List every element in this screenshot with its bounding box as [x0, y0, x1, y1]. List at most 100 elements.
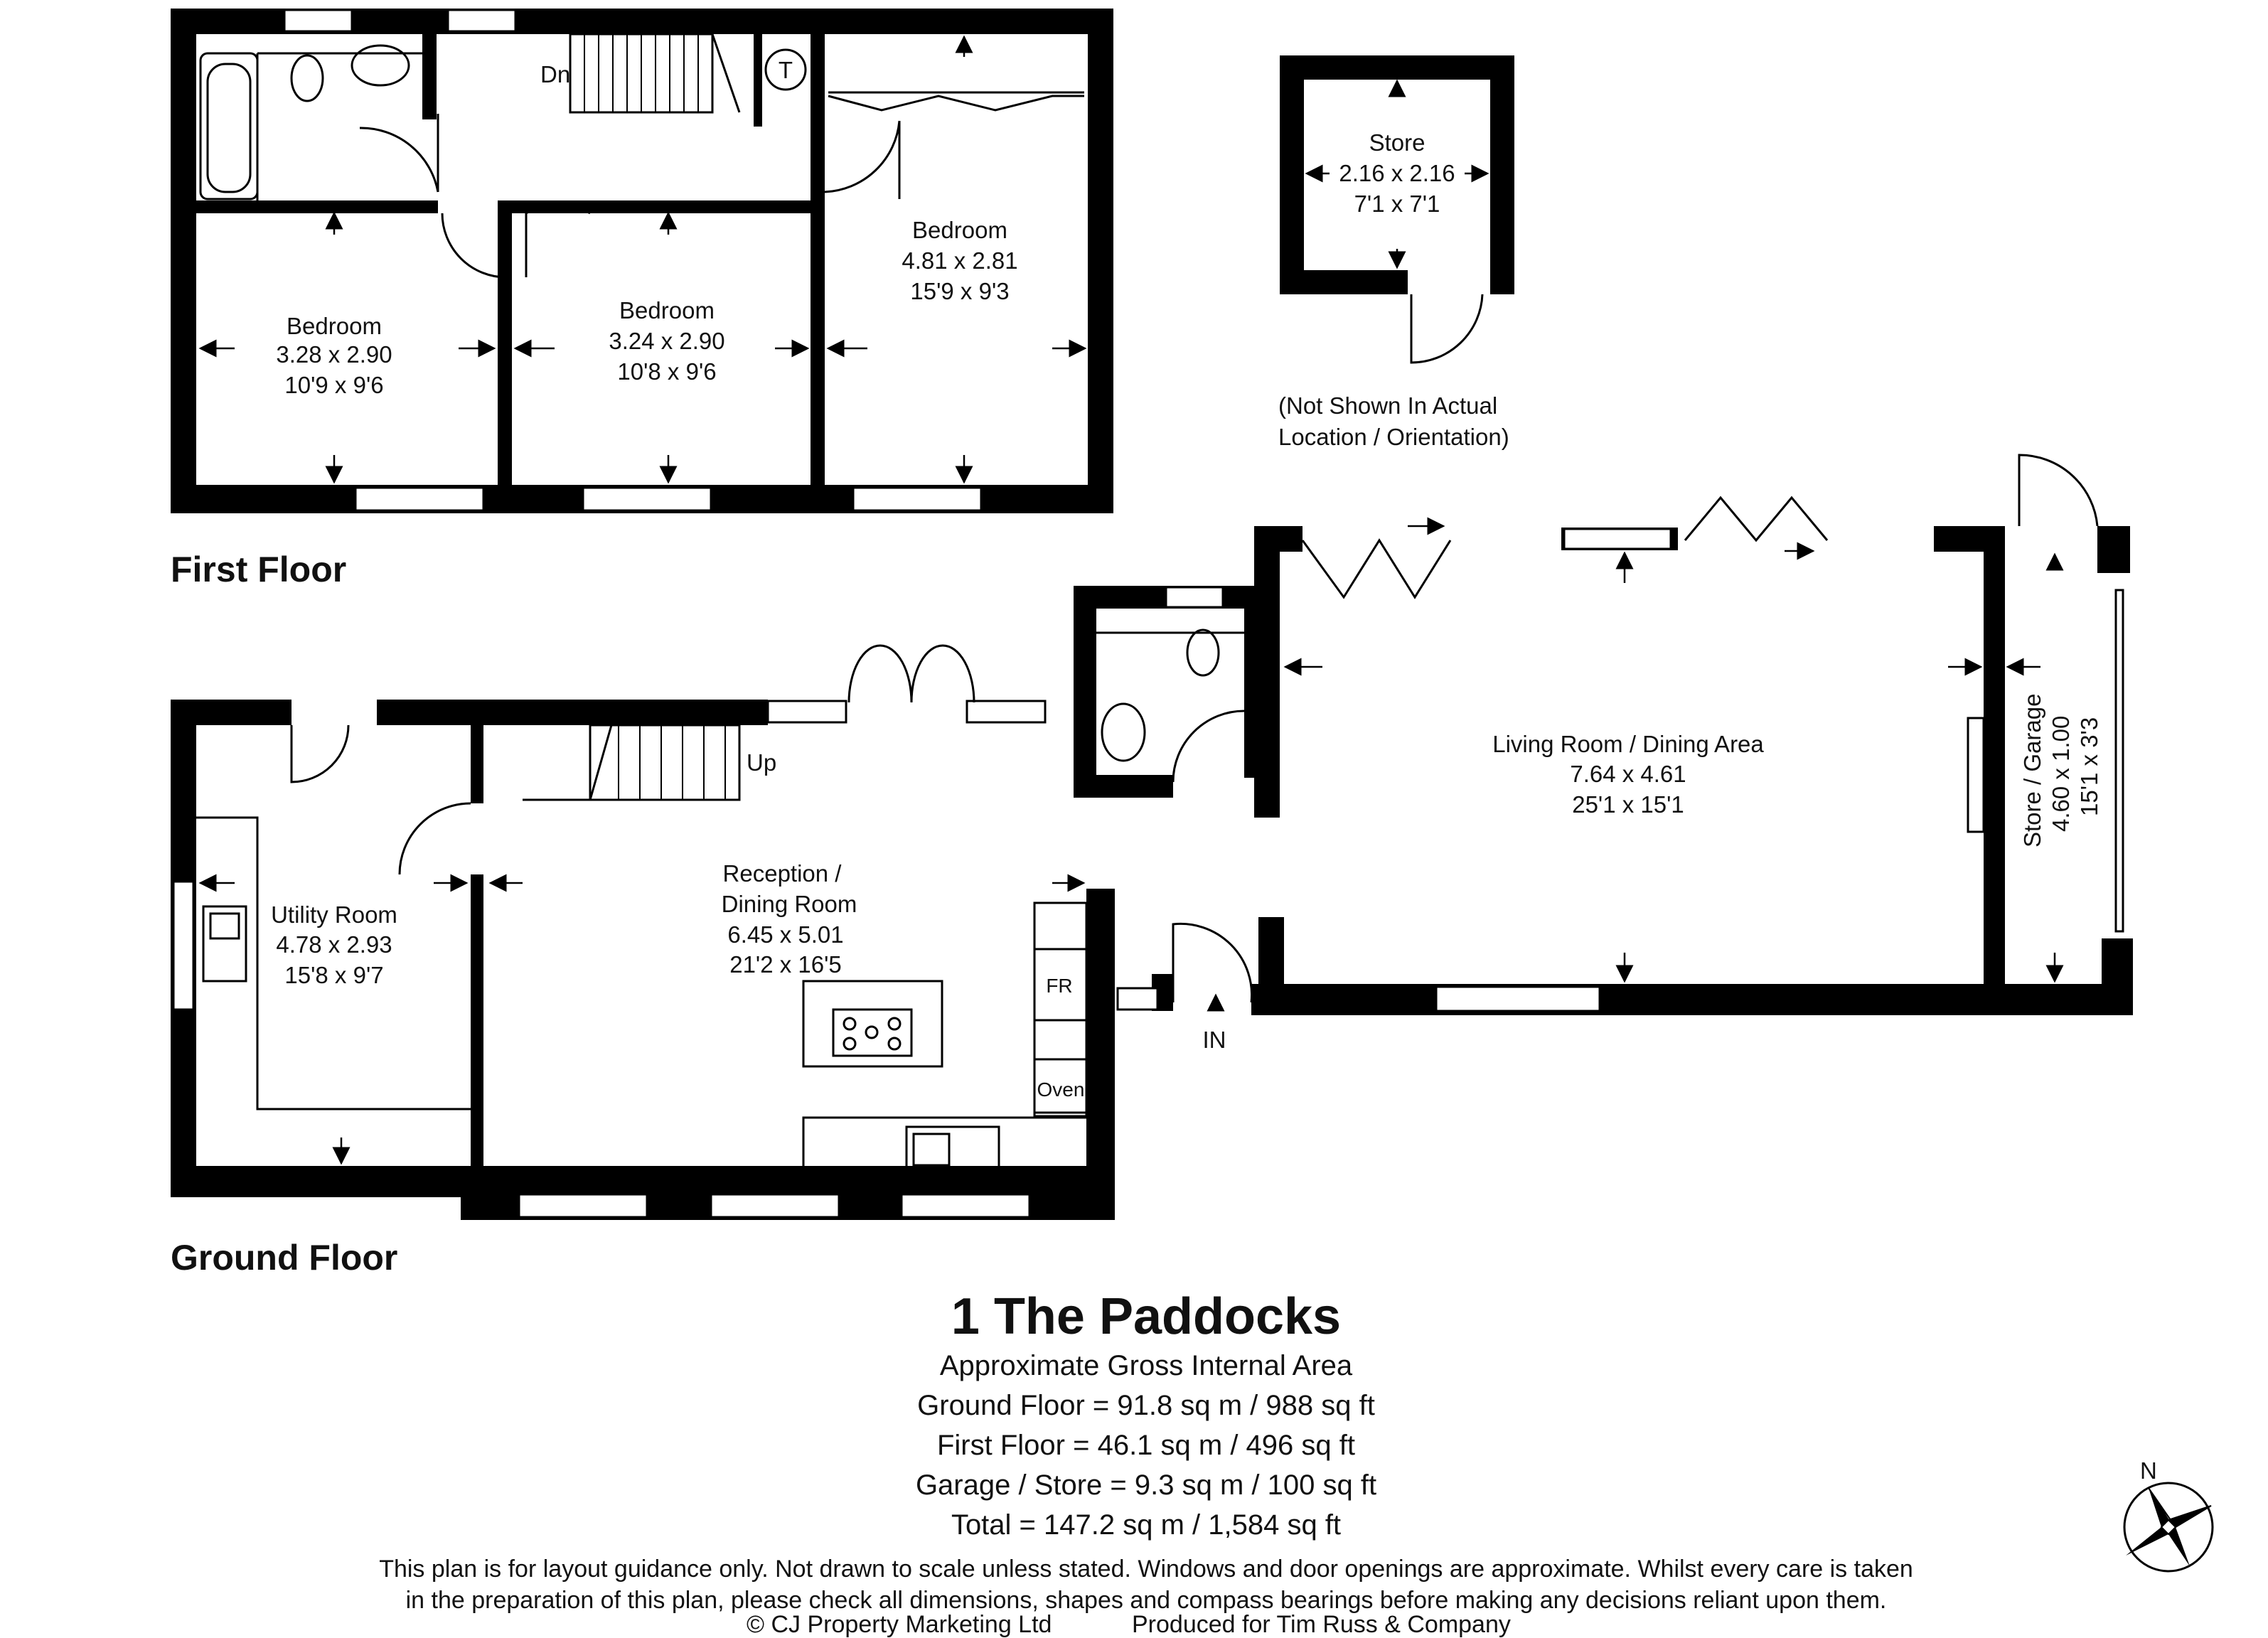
bedroom-1-imperial: 10'9 x 9'6 — [284, 372, 383, 398]
store-plan: Store 2.16 x 2.16 7'1 x 7'1 (Not Shown I… — [1278, 55, 1514, 450]
bedroom-3-name: Bedroom — [912, 217, 1007, 243]
gf-garage-bottom-right — [2102, 938, 2133, 1015]
store-imperial: 7'1 x 7'1 — [1354, 191, 1440, 217]
entrance-label: IN — [1203, 1027, 1226, 1053]
garage-metric: 4.60 x 1.00 — [2048, 716, 2074, 832]
kitchen-island — [802, 980, 943, 1068]
utility-worktop — [196, 816, 471, 1110]
gf-living-right-wall — [1984, 526, 2005, 1001]
garage-door — [2114, 589, 2124, 933]
reception-metric: 6.45 x 5.01 — [727, 921, 843, 948]
window — [766, 700, 847, 724]
garage-name: Store / Garage — [2019, 694, 2045, 847]
utility-sink — [202, 905, 247, 983]
front-door-swing — [1172, 922, 1253, 1003]
bedroom-2-name: Bedroom — [619, 297, 715, 323]
title-block: 1 The Paddocks Approximate Gross Interna… — [916, 1288, 1376, 1541]
hob-ring — [865, 1025, 879, 1039]
ground-floor-windows — [172, 528, 1672, 1219]
bifold-doors — [1684, 496, 1829, 542]
disclaimer-line-2: in the preparation of this plan, please … — [406, 1587, 1887, 1614]
tank-icon — [764, 48, 807, 91]
first-floor-heading: First Floor — [171, 550, 346, 589]
compass-rose-icon: N — [2123, 1457, 2214, 1573]
area-total: Total = 147.2 sq m / 1,584 sq ft — [951, 1509, 1341, 1541]
window — [354, 486, 485, 512]
window — [1116, 987, 1159, 1011]
hob-ring — [887, 1017, 902, 1031]
wc-toilet — [1186, 628, 1220, 677]
utility-sink-bowl — [209, 912, 240, 940]
gf-living-left-wall-upper — [1254, 526, 1280, 818]
window — [965, 700, 1047, 724]
gf-wc-left-wall — [1074, 586, 1096, 792]
living-metric: 7.64 x 4.61 — [1570, 761, 1686, 787]
wc-basin — [1101, 702, 1146, 762]
window — [1435, 985, 1601, 1012]
area-heading: Approximate Gross Internal Area — [940, 1350, 1353, 1381]
first-floor-left-wall — [171, 9, 196, 513]
copyright-text: © CJ Property Marketing Ltd — [747, 1611, 1052, 1638]
stairs-up-diagonal — [589, 724, 613, 801]
utility-door-swing — [398, 802, 471, 875]
bedroom-door-swing — [525, 203, 591, 215]
tank-label: T — [779, 57, 793, 83]
area-ground-floor: Ground Floor = 91.8 sq m / 988 sq ft — [917, 1390, 1375, 1421]
window — [446, 9, 517, 33]
utility-name: Utility Room — [271, 901, 397, 928]
window — [172, 880, 195, 1011]
disclaimer-line-1: This plan is for layout guidance only. N… — [379, 1556, 1913, 1583]
bedroom-2-metric: 3.24 x 2.90 — [609, 328, 724, 354]
window — [900, 1193, 1031, 1219]
window — [852, 486, 983, 512]
kitchen-sink-bowl — [912, 1133, 951, 1167]
ground-floor-dimension-arrows — [198, 517, 2064, 1194]
disclaimer-block: This plan is for layout guidance only. N… — [379, 1556, 1913, 1638]
oven-label: Oven — [1037, 1078, 1085, 1101]
produced-for-text: Produced for Tim Russ & Company — [1132, 1611, 1511, 1638]
living-imperial: 25'1 x 15'1 — [1572, 791, 1684, 818]
bedroom-1-metric: 3.28 x 2.90 — [276, 341, 392, 368]
utility-back-door — [290, 724, 350, 783]
bedroom-3-imperial: 15'9 x 9'3 — [910, 278, 1009, 304]
stair-diagonal — [711, 33, 741, 113]
fridge — [1033, 948, 1088, 1022]
first-floor-bedroom-divider-2 — [811, 34, 825, 489]
bath-tub-inner — [206, 63, 252, 193]
fireplace — [1967, 717, 1985, 833]
stairs-down-label: Dn — [540, 61, 570, 87]
fridge-label: FR — [1046, 975, 1072, 997]
store-name: Store — [1369, 129, 1425, 156]
window — [710, 1193, 840, 1219]
wc-door-swing — [1172, 710, 1245, 783]
bifold-doors — [1301, 538, 1452, 599]
first-floor-fixtures — [199, 33, 1084, 279]
gf-bottom-wall-utility — [171, 1166, 476, 1197]
reception-imperial: 21'2 x 16'5 — [729, 951, 842, 978]
hob — [832, 1008, 913, 1057]
stair-treads — [584, 34, 699, 112]
utility-metric: 4.78 x 2.93 — [276, 931, 392, 958]
hob-ring — [887, 1037, 902, 1051]
gf-utility-partition-lower — [471, 874, 483, 1173]
utility-imperial: 15'8 x 9'7 — [284, 962, 383, 988]
garage-door-swing — [2018, 454, 2099, 527]
garage-imperial: 15'1 x 3'3 — [2076, 717, 2102, 816]
area-first-floor: First Floor = 46.1 sq m / 496 sq ft — [937, 1430, 1355, 1461]
gf-garage-top-right — [2097, 526, 2130, 573]
first-floor-dimension-arrows — [198, 35, 1087, 484]
wardrobe-doors — [828, 95, 1084, 112]
ground-floor-labels: Utility Room 4.78 x 2.93 15'8 x 9'7 Rece… — [171, 694, 2102, 1278]
bedroom-2-imperial: 10'8 x 9'6 — [617, 358, 716, 385]
bedroom-door-swing — [824, 120, 901, 193]
ground-floor-plan — [171, 526, 2133, 1220]
reception-name-line-2: Dining Room — [722, 891, 857, 917]
window — [1165, 586, 1224, 609]
bedroom-door-swing — [441, 213, 507, 279]
gf-wc-right-wall — [1244, 586, 1257, 778]
first-floor-bedroom-divider-1 — [498, 200, 512, 499]
stairs-up — [589, 724, 741, 801]
first-floor-windows — [283, 9, 983, 512]
property-title: 1 The Paddocks — [951, 1288, 1341, 1345]
